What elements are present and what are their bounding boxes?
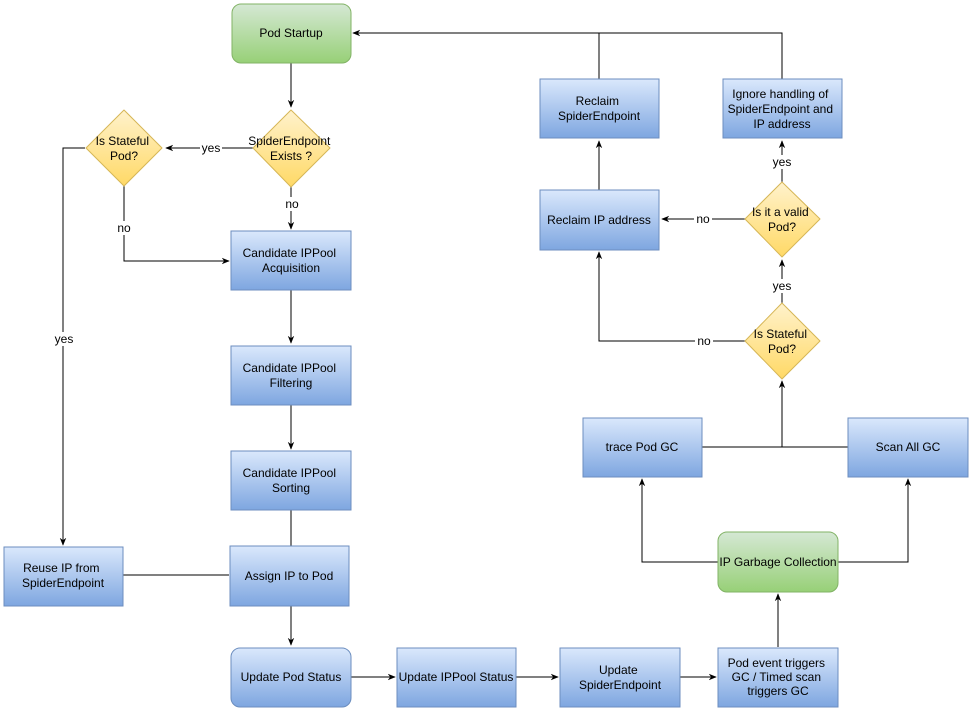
node-candidate-acquisition: Candidate IPPool Acquisition [230, 230, 352, 291]
node-label: Pod event triggers GC / Timed scan trigg… [728, 656, 829, 698]
node-label: SpiderEndpoint Exists ? [248, 134, 333, 163]
node-label: Update Pod Status [241, 670, 342, 684]
node-label: Update SpiderEndpoint [579, 663, 662, 692]
edge-label-yes-left: yes [55, 332, 74, 346]
node-label: Reclaim SpiderEndpoint [558, 94, 641, 123]
edge-stateful-left-yes [59, 147, 85, 546]
edge-gc-to-trace [638, 478, 718, 563]
node-scan-all-gc: Scan All GC [847, 417, 969, 478]
edge-label-no-valid: no [696, 212, 710, 226]
node-label: Is Stateful Pod? [754, 327, 811, 356]
node-label: Reuse IP from SpiderEndpoint [22, 561, 105, 590]
node-label: Pod Startup [259, 26, 323, 40]
node-reclaim-ip: Reclaim IP address [539, 189, 660, 251]
node-label: Update IPPool Status [399, 670, 514, 684]
node-ignore-handling: Ignore handling of SpiderEndpoint and IP… [722, 78, 843, 139]
node-label: Candidate IPPool Acquisition [243, 246, 340, 275]
edge-gc-to-scanall [838, 478, 912, 563]
node-label: Is it a valid Pod? [752, 205, 812, 234]
node-is-stateful-right: Is Stateful Pod? [744, 302, 821, 380]
node-label: trace Pod GC [606, 440, 679, 454]
node-label: Ignore handling of SpiderEndpoint and IP… [728, 87, 837, 131]
node-assign-ip: Assign IP to Pod [229, 545, 350, 607]
node-trace-pod-gc: trace Pod GC [582, 417, 703, 478]
edge-stateful-left-no [123, 186, 230, 265]
node-pod-startup: Pod Startup [231, 3, 352, 64]
edge-label-yes-ignore: yes [773, 155, 792, 169]
edges [59, 29, 912, 681]
node-spiderendpoint-exists: SpiderEndpoint Exists ? [248, 109, 333, 188]
edge-label-no-acquisition: no [285, 197, 299, 211]
node-candidate-sorting: Candidate IPPool Sorting [230, 450, 352, 511]
node-label: Assign IP to Pod [245, 569, 334, 583]
edge-label-no-stateful-right: no [697, 334, 711, 348]
nodes: Pod Startup SpiderEndpoint Exists ? Is S… [3, 3, 969, 708]
node-reuse-ip: Reuse IP from SpiderEndpoint [3, 546, 124, 607]
node-is-stateful-left: Is Stateful Pod? [85, 109, 163, 187]
edge-stateful-right-no [595, 251, 745, 342]
node-is-valid-pod: Is it a valid Pod? [744, 181, 821, 258]
edge-ignore-to-startup [599, 32, 783, 79]
node-label: Reclaim IP address [547, 213, 651, 227]
edge-label-no-left: no [117, 221, 131, 235]
node-update-spiderendpoint: Update SpiderEndpoint [559, 647, 681, 708]
node-candidate-filtering: Candidate IPPool Filtering [230, 345, 352, 406]
node-label: Is Stateful Pod? [96, 134, 153, 163]
node-label: IP Garbage Collection [719, 555, 836, 569]
edge-reclaim-se-to-startup [352, 29, 600, 79]
edge-label-yes-stateful: yes [202, 141, 221, 155]
node-label: Candidate IPPool Filtering [243, 361, 340, 390]
node-ip-garbage-collection: IP Garbage Collection [717, 531, 839, 593]
edge-label-yes-valid: yes [773, 279, 792, 293]
node-reclaim-spiderendpoint: Reclaim SpiderEndpoint [539, 78, 660, 139]
node-label: Candidate IPPool Sorting [243, 466, 340, 495]
node-pod-event-triggers: Pod event triggers GC / Timed scan trigg… [717, 647, 839, 708]
node-update-ippool-status: Update IPPool Status [396, 647, 517, 708]
node-update-pod-status: Update Pod Status [230, 647, 352, 708]
edge-labels: yes no no yes no yes no yes [53, 141, 793, 348]
node-label: Scan All GC [876, 440, 941, 454]
